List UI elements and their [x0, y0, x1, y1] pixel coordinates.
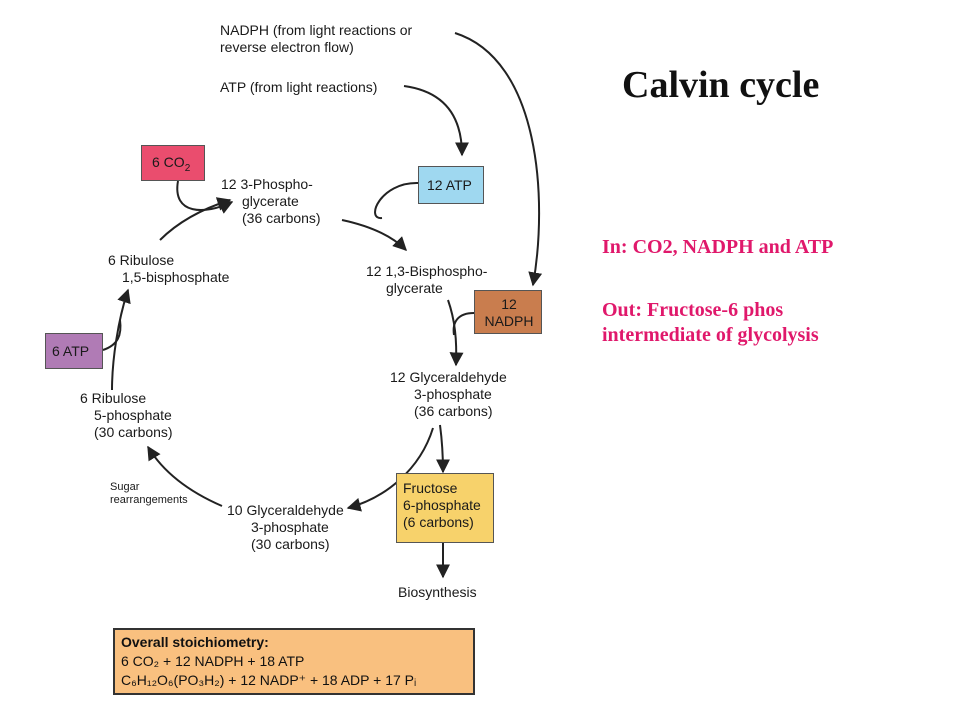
- page-title: Calvin cycle: [622, 64, 820, 106]
- g3p-to-fructose-arrow: [435, 424, 450, 474]
- stoichiometry-box: Overall stoichiometry: 6 CO₂ + 12 NADPH …: [113, 628, 475, 695]
- g3p10-to-r5p-arrow: [147, 445, 223, 507]
- stoichiometry-lhs: 6 CO₂ + 12 NADPH + 18 ATP: [121, 653, 305, 669]
- atp12-box: 12 ATP: [418, 166, 484, 204]
- nadph12-label-line1: 12: [501, 296, 517, 312]
- g3p10-label-line1: 10 Glyceraldehyde: [227, 502, 344, 518]
- rubp-to-pga-arrow: [159, 197, 232, 241]
- rubp-label-line1: 6 Ribulose: [108, 252, 175, 268]
- pga-label-line1: 12 3-Phospho-: [221, 176, 313, 192]
- atp12-feed-arrow: [374, 181, 419, 219]
- co2-label: 6 CO2: [152, 154, 191, 174]
- fructose-label-line3: (6 carbons): [403, 514, 474, 530]
- pga-label-line3: (36 carbons): [242, 210, 321, 226]
- nadph-input-arrow: [454, 32, 543, 287]
- g3p10-label-line3: (30 carbons): [251, 536, 330, 552]
- nadph12-label-line2: NADPH: [484, 313, 534, 329]
- nadph-source-label-line2: reverse electron flow): [220, 39, 354, 55]
- pga-to-bpg-arrow: [341, 219, 407, 251]
- atp-input-arrow: [403, 85, 469, 157]
- sugar-rearrangements-line1: Sugar: [110, 481, 140, 493]
- fructose-label-line1: Fructose: [403, 480, 458, 496]
- atp6-feed-arrow: [102, 319, 122, 351]
- g3p12-label-line3: (36 carbons): [414, 403, 493, 419]
- g3p10-label-line2: 3-phosphate: [251, 519, 329, 535]
- nadph12-box: 12 NADPH: [474, 290, 542, 334]
- inputs-summary: In: CO2, NADPH and ATP: [602, 236, 834, 258]
- outputs-summary-line2: intermediate of glycolysis: [602, 324, 819, 346]
- g3p12-label-line2: 3-phosphate: [414, 386, 492, 402]
- atp12-label: 12 ATP: [427, 177, 472, 193]
- r5p-label-line3: (30 carbons): [94, 424, 173, 440]
- atp6-label: 6 ATP: [52, 343, 90, 359]
- bpg-label-line2: glycerate: [386, 280, 443, 296]
- r5p-label-line1: 6 Ribulose: [80, 390, 147, 406]
- sugar-rearrangements-line2: rearrangements: [110, 494, 188, 506]
- outputs-summary-line1: Out: Fructose-6 phos: [602, 299, 784, 321]
- nadph-feed-arrow: [452, 312, 475, 336]
- bpg-label-line1: 12 1,3-Bisphospho-: [366, 263, 488, 279]
- r5p-to-rubp-arrow: [111, 288, 131, 391]
- rubp-label-line2: 1,5-bisphosphate: [122, 269, 230, 285]
- pga-label-line2: glycerate: [242, 193, 299, 209]
- g3p12-label-line1: 12 Glyceraldehyde: [390, 369, 507, 385]
- atp-source-label: ATP (from light reactions): [220, 79, 378, 95]
- r5p-label-line2: 5-phosphate: [94, 407, 172, 423]
- stoichiometry-heading: Overall stoichiometry:: [121, 634, 269, 650]
- biosynthesis-label: Biosynthesis: [398, 584, 477, 600]
- stoichiometry-rhs: C₆H₁₂O₆(PO₃H₂) + 12 NADP⁺ + 18 ADP + 17 …: [121, 672, 417, 688]
- fructose-label-line2: 6-phosphate: [403, 497, 481, 513]
- co2-box: 6 CO2: [141, 145, 205, 181]
- nadph-source-label-line1: NADPH (from light reactions or: [220, 22, 413, 38]
- bpg-to-g3p-arrow: [447, 299, 464, 367]
- atp6-box: 6 ATP: [45, 333, 103, 369]
- fructose-box: Fructose 6-phosphate (6 carbons): [396, 473, 494, 543]
